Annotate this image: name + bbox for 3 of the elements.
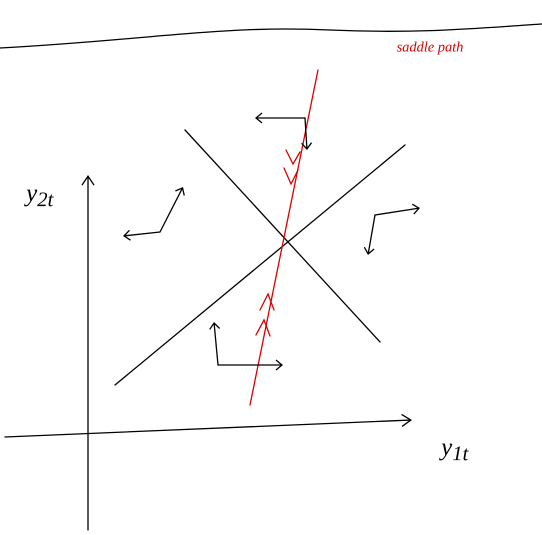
curve-label: saddle path	[396, 41, 463, 55]
axis-label: y$_{2t}$	[24, 190, 54, 206]
axis-label: y$_{1t}$	[439, 444, 469, 460]
